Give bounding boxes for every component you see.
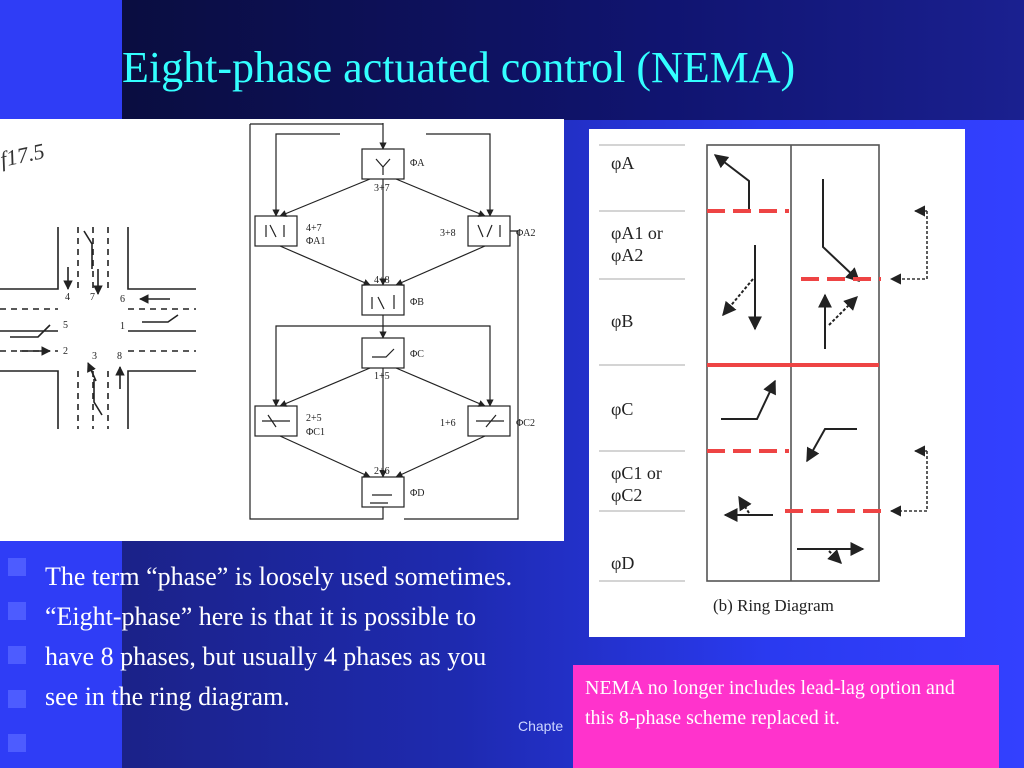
title-band [122, 0, 1024, 120]
body-text: The term “phase” is loosely used sometim… [45, 562, 513, 711]
svg-text:2: 2 [63, 346, 68, 357]
svg-text:3: 3 [92, 351, 97, 362]
svg-text:ΦA: ΦA [410, 158, 425, 169]
intersection-drawing [0, 227, 196, 429]
svg-text:1: 1 [120, 321, 125, 332]
svg-text:4+8: 4+8 [374, 275, 390, 286]
svg-text:ΦC: ΦC [410, 349, 424, 360]
svg-text:2+6: 2+6 [374, 466, 390, 477]
svg-text:ΦC1: ΦC1 [306, 427, 325, 438]
svg-text:3+8: 3+8 [440, 228, 456, 239]
decorative-squares [0, 540, 40, 768]
slide-title: Eight-phase actuated control (NEMA) [122, 43, 796, 92]
ring-transfer-arrows [889, 205, 928, 517]
svg-text:7: 7 [90, 292, 95, 303]
svg-text:ΦC2: ΦC2 [516, 418, 535, 429]
svg-text:2+5: 2+5 [306, 413, 322, 424]
svg-text:6: 6 [120, 294, 125, 305]
intersection-and-phase-figure: f17.5 [0, 119, 564, 541]
svg-text:φC1 or: φC1 or [611, 463, 662, 483]
ring-row-labels: φA φA1 or φA2 φB φC φC1 or φC2 φD [611, 153, 663, 573]
svg-text:ΦA1: ΦA1 [306, 236, 326, 247]
movement-labels: 4 7 6 5 1 2 3 8 [63, 292, 125, 362]
footer-text: Chapte [518, 718, 564, 734]
ring-diagram-svg: φA φA1 or φA2 φB φC φC1 or φC2 φD [599, 144, 928, 615]
ring-diagram-caption: (b) Ring Diagram [713, 596, 834, 615]
phase-figure-svg: f17.5 [0, 123, 536, 520]
svg-text:φD: φD [611, 553, 634, 573]
svg-text:1+6: 1+6 [440, 418, 456, 429]
note-box: NEMA no longer includes lead-lag option … [573, 665, 999, 768]
svg-text:4: 4 [65, 292, 70, 303]
svg-text:3+7: 3+7 [374, 183, 390, 194]
phase-labels: ΦA ΦA1 ΦA2 ΦB ΦC ΦC1 ΦC2 ΦD 3+7 4+7 3+8 … [306, 158, 536, 499]
svg-text:φA1 or: φA1 or [611, 223, 663, 243]
svg-text:φC: φC [611, 399, 633, 419]
handwritten-note: f17.5 [0, 138, 47, 172]
svg-text:1+5: 1+5 [374, 371, 390, 382]
svg-text:φA: φA [611, 153, 634, 173]
barrier-lines [707, 209, 881, 513]
phase-sequence-diagram [249, 123, 519, 520]
row-dividers [599, 144, 685, 582]
svg-text:φA2: φA2 [611, 245, 643, 265]
svg-text:8: 8 [117, 351, 122, 362]
svg-text:5: 5 [63, 320, 68, 331]
ring-movements [713, 154, 865, 564]
svg-text:4+7: 4+7 [306, 223, 322, 234]
svg-text:φC2: φC2 [611, 485, 642, 505]
svg-text:φB: φB [611, 311, 633, 331]
ring-diagram-figure: φA φA1 or φA2 φB φC φC1 or φC2 φD [589, 129, 965, 637]
svg-text:ΦB: ΦB [410, 297, 424, 308]
svg-text:ΦD: ΦD [410, 488, 425, 499]
svg-text:ΦA2: ΦA2 [516, 228, 536, 239]
